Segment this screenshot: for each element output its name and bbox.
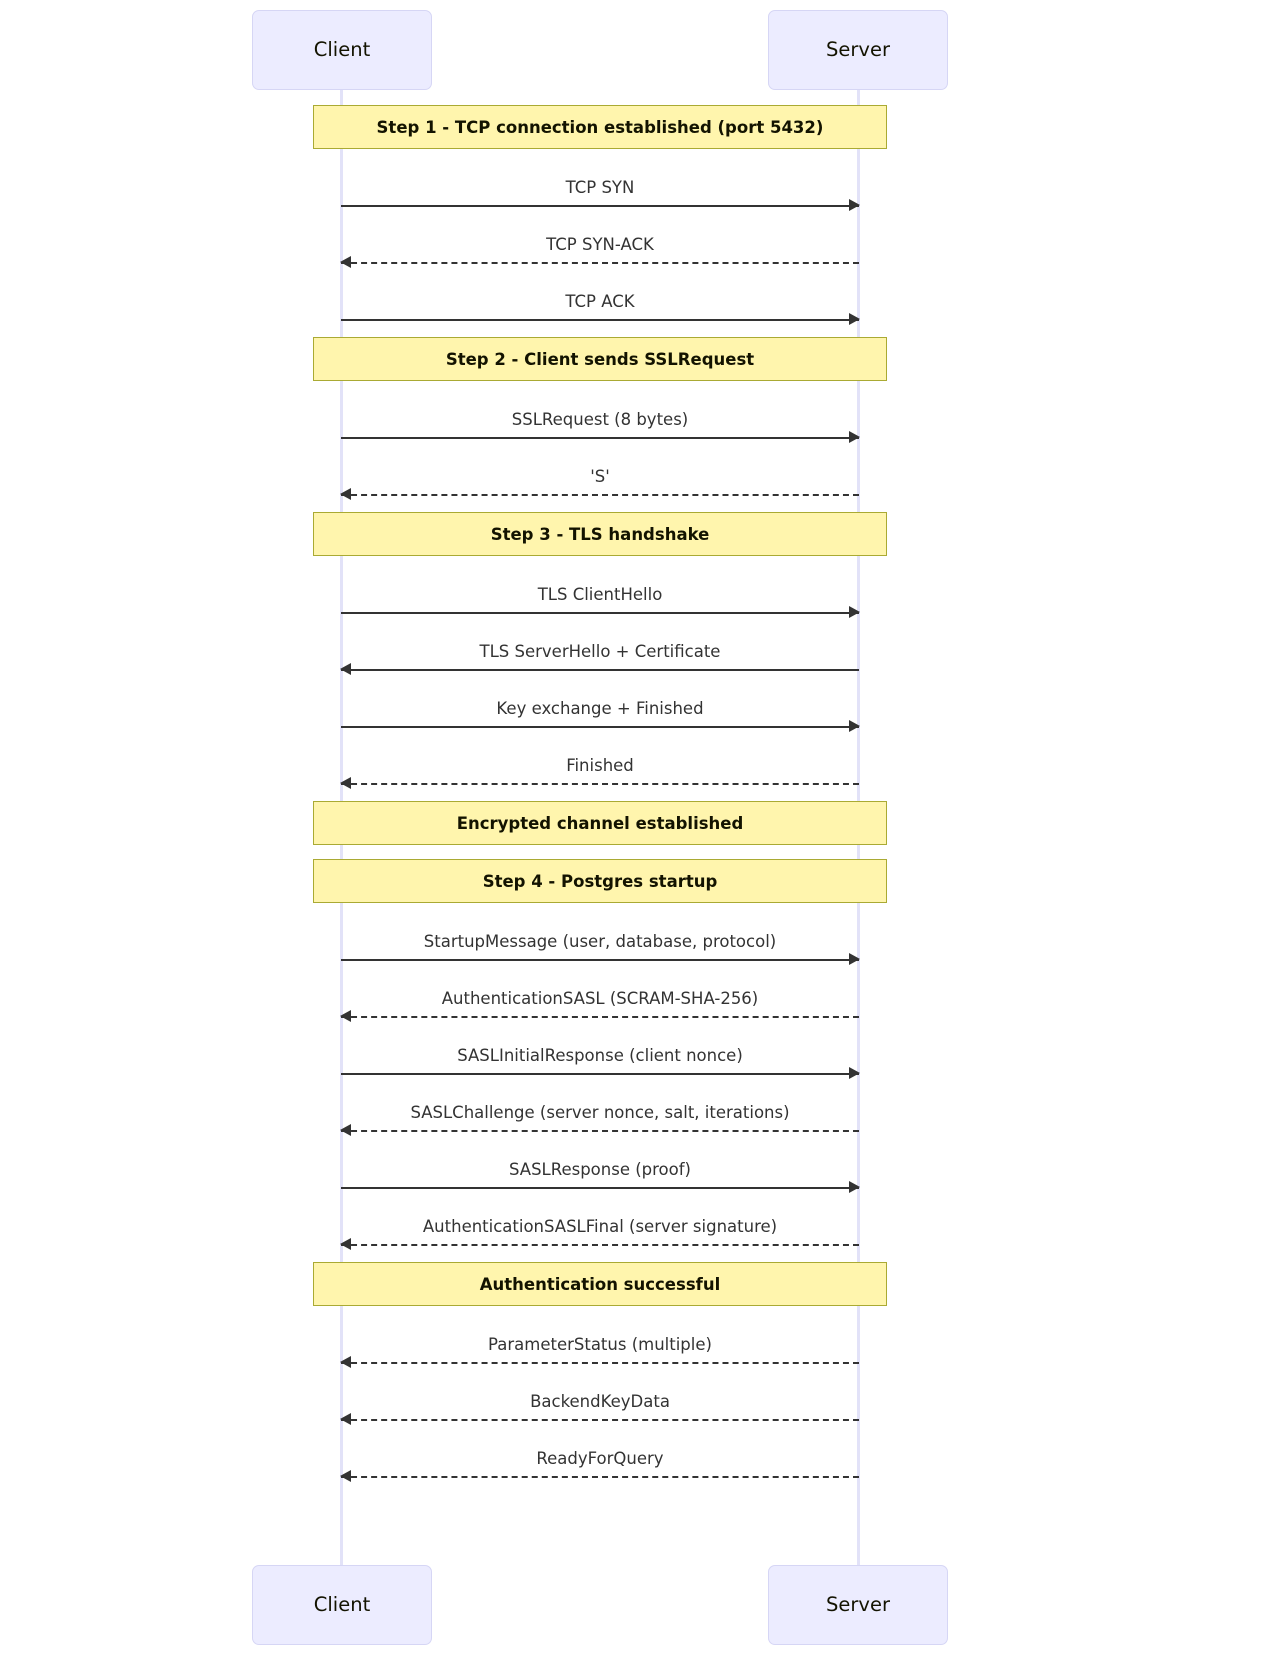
note-text: Step 4 - Postgres startup [482,871,718,891]
arrow-head-left-icon [340,488,351,500]
message-line-dashed [341,1016,859,1018]
arrow-head-left-icon [340,1356,351,1368]
message-label: Key exchange + Finished [496,699,704,718]
message-label: AuthenticationSASLFinal (server signatur… [422,1217,778,1236]
arrow-head-right-icon [849,953,860,965]
participant-label-client-bottom: Client [313,1593,371,1617]
arrow-head-left-icon [340,663,351,675]
message-label: 'S' [590,467,610,486]
message-line-dashed [341,1362,859,1364]
note-banner: Step 3 - TLS handshake [313,512,887,556]
arrow-head-left-icon [340,1124,351,1136]
message-label: TLS ClientHello [537,585,663,604]
message-line-solid [341,669,859,671]
arrow-head-right-icon [849,313,860,325]
note-banner: Encrypted channel established [313,801,887,845]
participant-label-server-bottom: Server [826,1593,890,1617]
message-line-dashed [341,1130,859,1132]
message-line-dashed [341,1419,859,1421]
message-line-solid [341,205,859,207]
message-label: TCP SYN [565,178,635,197]
note-banner: Step 1 - TCP connection established (por… [313,105,887,149]
message-line-solid [341,319,859,321]
message-label: SASLResponse (proof) [509,1160,691,1179]
participant-label-server-top: Server [826,38,890,62]
message-line-solid [341,959,859,961]
message-label: SSLRequest (8 bytes) [511,410,689,429]
arrow-head-right-icon [849,720,860,732]
message-line-solid [341,437,859,439]
arrow-head-right-icon [849,431,860,443]
message-label: SASLChallenge (server nonce, salt, itera… [410,1103,790,1122]
arrow-head-right-icon [849,199,860,211]
arrow-head-left-icon [340,256,351,268]
arrow-head-left-icon [340,1413,351,1425]
note-text: Encrypted channel established [456,813,744,833]
message-label: AuthenticationSASL (SCRAM-SHA-256) [441,989,759,1008]
message-label: ParameterStatus (multiple) [488,1335,712,1354]
note-banner: Step 2 - Client sends SSLRequest [313,337,887,381]
arrow-head-left-icon [340,1238,351,1250]
message-line-solid [341,726,859,728]
message-line-solid [341,1073,859,1075]
message-label: ReadyForQuery [536,1449,664,1468]
note-text: Step 3 - TLS handshake [490,524,710,544]
message-line-dashed [341,1476,859,1478]
arrow-head-left-icon [340,777,351,789]
note-text: Step 1 - TCP connection established (por… [376,117,824,137]
message-label: TLS ServerHello + Certificate [479,642,721,661]
note-banner: Authentication successful [313,1262,887,1306]
note-banner: Step 4 - Postgres startup [313,859,887,903]
message-label: TCP ACK [565,292,635,311]
message-line-dashed [341,494,859,496]
arrow-head-right-icon [849,1067,860,1079]
participant-box-client-bottom[interactable]: Client [252,1565,432,1645]
message-label: StartupMessage (user, database, protocol… [423,932,777,951]
message-line-dashed [341,262,859,264]
message-line-solid [341,1187,859,1189]
participant-label-client-top: Client [313,38,371,62]
note-text: Step 2 - Client sends SSLRequest [445,349,755,369]
message-label: SASLInitialResponse (client nonce) [457,1046,743,1065]
arrow-head-left-icon [340,1010,351,1022]
participant-box-server-bottom[interactable]: Server [768,1565,948,1645]
note-text: Authentication successful [479,1274,721,1294]
participant-box-client-top[interactable]: Client [252,10,432,90]
participant-box-server-top[interactable]: Server [768,10,948,90]
message-line-solid [341,612,859,614]
message-line-dashed [341,1244,859,1246]
message-label: TCP SYN-ACK [546,235,654,254]
message-label: Finished [566,756,634,775]
message-label: BackendKeyData [530,1392,670,1411]
arrow-head-left-icon [340,1470,351,1482]
arrow-head-right-icon [849,1181,860,1193]
arrow-head-right-icon [849,606,860,618]
message-line-dashed [341,783,859,785]
